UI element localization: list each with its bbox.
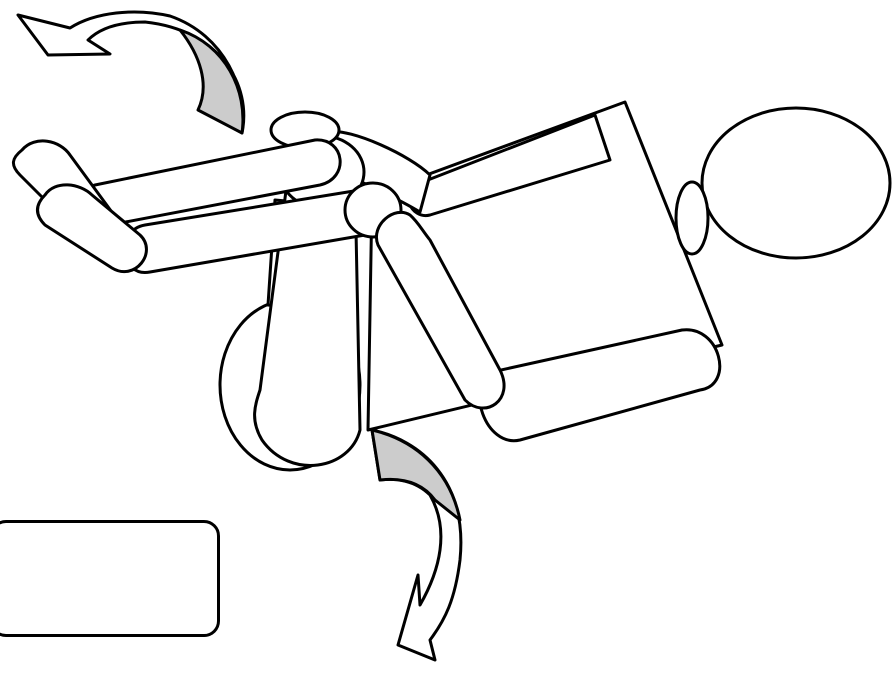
ear: [676, 182, 708, 254]
caption-box: [0, 520, 220, 637]
rotation-arrow-bottom-icon: [372, 430, 461, 660]
rotation-arrow-top-icon: [18, 12, 244, 133]
arrow-bottom-shadow: [372, 430, 460, 520]
head: [702, 108, 890, 258]
